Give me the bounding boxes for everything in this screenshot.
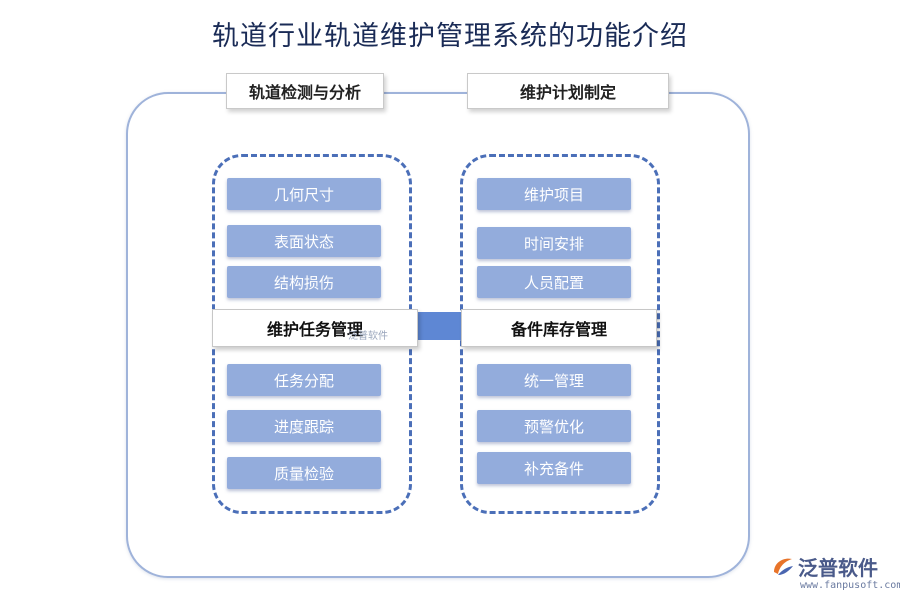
item-time-schedule: 时间安排 [477, 227, 631, 259]
item-quality-inspection: 质量检验 [227, 457, 381, 489]
section-task-management: 维护任务管理 [212, 309, 418, 347]
item-replenish-spares: 补充备件 [477, 452, 631, 484]
item-geometry: 几何尺寸 [227, 178, 381, 210]
page-title: 轨道行业轨道维护管理系统的功能介绍 [212, 21, 688, 52]
brand-logo: 泛普软件 www.fanpusoft.com [770, 552, 900, 598]
item-staffing: 人员配置 [477, 266, 631, 298]
logo-mark-icon [774, 558, 793, 575]
logo-name: 泛普软件 [798, 556, 878, 580]
item-progress-tracking: 进度跟踪 [227, 410, 381, 442]
logo-url: www.fanpusoft.com [800, 580, 900, 591]
section-spare-inventory: 备件库存管理 [461, 309, 657, 347]
item-task-assignment: 任务分配 [227, 364, 381, 396]
panel-connector [416, 312, 462, 340]
item-structural-damage: 结构损伤 [227, 266, 381, 298]
header-track-inspection: 轨道检测与分析 [226, 73, 384, 109]
item-unified-management: 统一管理 [477, 364, 631, 396]
item-alert-optimization: 预警优化 [477, 410, 631, 442]
item-surface-state: 表面状态 [227, 225, 381, 257]
watermark: 泛普软件 [348, 331, 388, 342]
item-maintenance-project: 维护项目 [477, 178, 631, 210]
header-maintenance-plan: 维护计划制定 [467, 73, 669, 109]
